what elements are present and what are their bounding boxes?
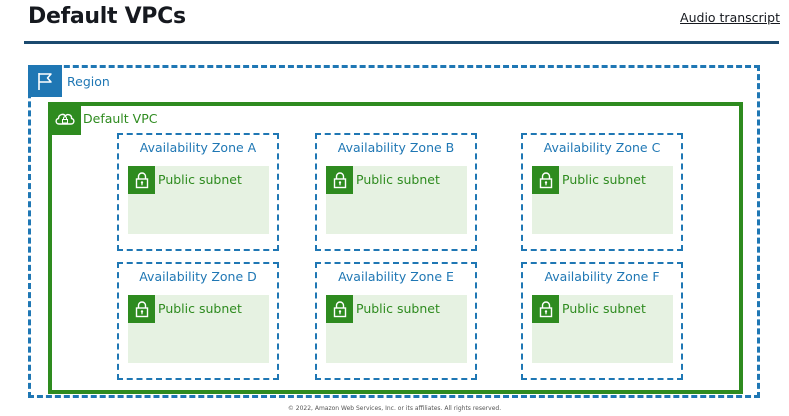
availability-zone: Availability Zone C Public subnet [521,133,683,251]
availability-zone-label: Availability Zone D [139,269,257,284]
public-subnet: Public subnet [128,166,269,234]
availability-zone: Availability Zone E Public subnet [315,262,477,380]
vpc-label: Default VPC [83,111,158,126]
availability-zone-label: Availability Zone E [338,269,454,284]
lock-icon [532,295,559,323]
availability-zone-label: Availability Zone A [139,140,257,155]
availability-zone: Availability Zone A Public subnet [117,133,279,251]
lock-icon [326,295,353,323]
public-subnet: Public subnet [326,295,467,363]
lock-icon [326,166,353,194]
vpc-boundary [48,102,743,394]
subnet-label: Public subnet [562,172,646,187]
public-subnet: Public subnet [128,295,269,363]
availability-zone: Availability Zone F Public subnet [521,262,683,380]
title-divider [24,41,779,44]
public-subnet: Public subnet [326,166,467,234]
page-title: Default VPCs [28,4,186,29]
availability-zone-label: Availability Zone B [337,140,455,155]
subnet-label: Public subnet [158,172,242,187]
cloud-lock-icon [48,102,81,135]
public-subnet: Public subnet [532,295,673,363]
subnet-label: Public subnet [158,301,242,316]
region-label: Region [67,74,110,89]
availability-zone-label: Availability Zone C [543,140,661,155]
availability-zone: Availability Zone D Public subnet [117,262,279,380]
subnet-label: Public subnet [356,172,440,187]
subnet-label: Public subnet [356,301,440,316]
availability-zone-label: Availability Zone F [544,269,660,284]
lock-icon [128,295,155,323]
public-subnet: Public subnet [532,166,673,234]
subnet-label: Public subnet [562,301,646,316]
availability-zone: Availability Zone B Public subnet [315,133,477,251]
flag-icon [28,65,62,97]
lock-icon [128,166,155,194]
audio-transcript-link[interactable]: Audio transcript [680,10,780,25]
region-boundary [28,65,760,398]
lock-icon [532,166,559,194]
copyright-text: © 2022, Amazon Web Services, Inc. or its… [287,405,502,412]
